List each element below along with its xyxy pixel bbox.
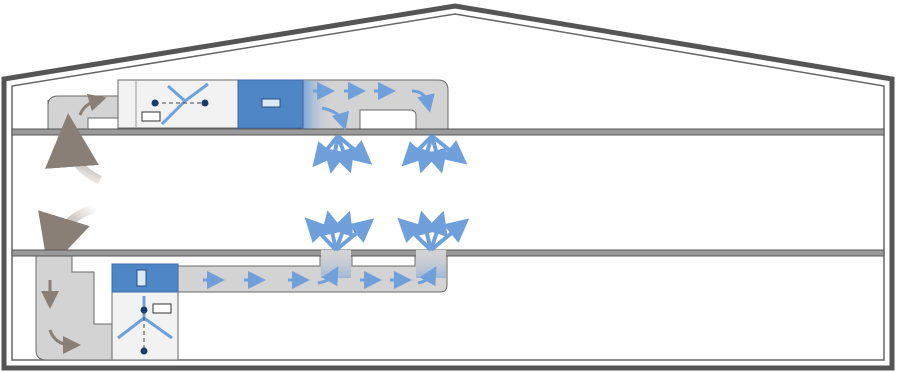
lower-floor-slab: [11, 249, 885, 257]
upper-floor-slab: [11, 128, 885, 136]
upper-coil-icon: [261, 98, 281, 108]
lower-return-arrows: [41, 280, 81, 354]
lower-outlet-2: [397, 210, 470, 252]
lower-coil-icon: [136, 269, 147, 287]
lower-return-duct: [35, 255, 113, 361]
return-air-arrow-down: [38, 203, 97, 270]
upper-outlet-2: [401, 134, 468, 174]
lower-outlet-1: [304, 210, 375, 252]
upper-fan-icon: [151, 82, 209, 126]
lower-unit-panel: [152, 303, 172, 314]
lower-fan-icon: [117, 296, 173, 355]
return-air-arrow-top: [78, 93, 107, 116]
upper-supply-arrows: [313, 82, 435, 131]
lower-supply-arrows: [203, 266, 437, 289]
upper-supply-gradient: [303, 81, 333, 131]
lower-outlet-gradient-1: [321, 248, 351, 278]
return-air-arrow-up: [45, 113, 102, 185]
upper-outlet-1: [312, 134, 373, 174]
upper-unit-panel: [141, 111, 161, 122]
